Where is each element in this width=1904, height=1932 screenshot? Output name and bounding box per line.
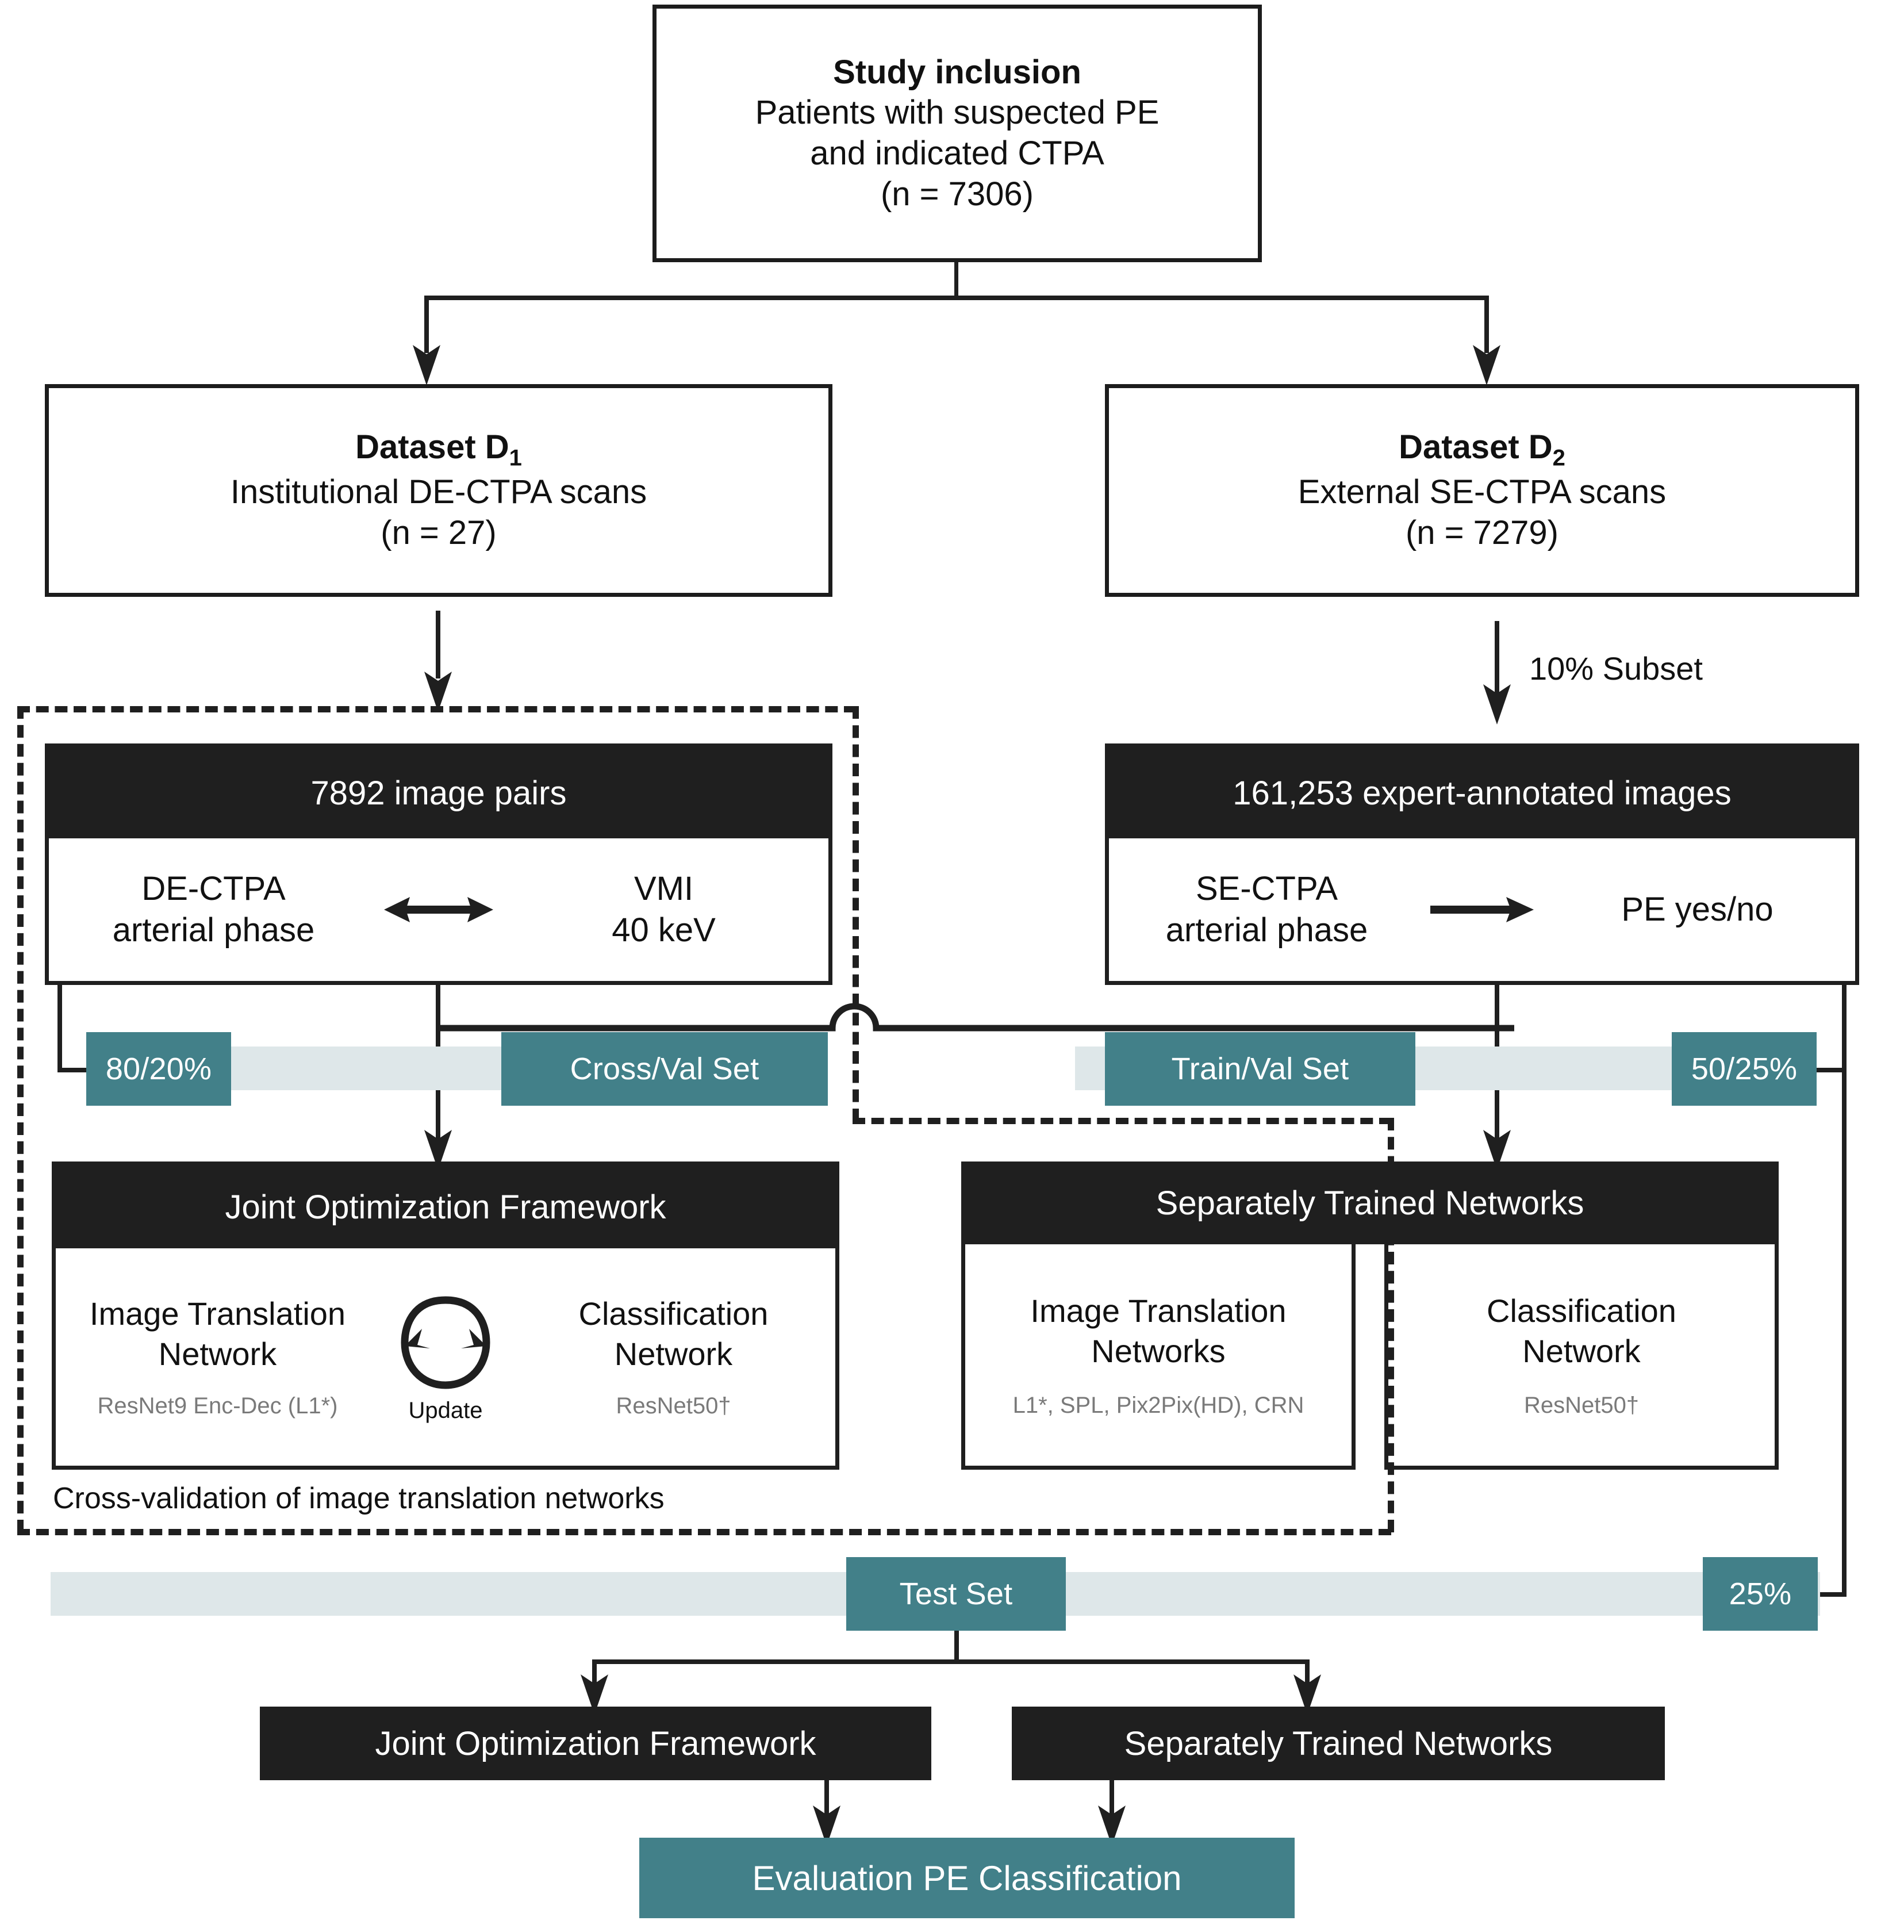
dataset-d2-box: Dataset D2 External SE-CTPA scans (n = 7… — [1105, 384, 1859, 597]
joint-left-line2: Network — [158, 1336, 277, 1372]
joint-optimization-header: Joint Optimization Framework — [56, 1166, 835, 1248]
test-split-left-vertical — [592, 1659, 597, 1687]
image-pairs-left-line2: arterial phase — [112, 911, 315, 949]
branch-right-vertical — [1484, 296, 1489, 353]
joint-right-line2: Network — [614, 1336, 733, 1372]
arrowhead-to-bottom-right-box — [1293, 1674, 1321, 1715]
arrowhead-d1-to-pairs — [424, 672, 452, 712]
joint-optimization-box: Joint Optimization Framework Image Trans… — [52, 1162, 839, 1470]
split-train-val-chip[interactable]: Train/Val Set — [1105, 1032, 1415, 1106]
study-inclusion-line2: and indicated CTPA — [810, 135, 1104, 172]
cross-val-connector-line — [436, 1003, 1514, 1032]
dataset-d1-line2: (n = 27) — [381, 514, 497, 552]
dataset-d2-subscript: 2 — [1552, 445, 1565, 471]
test-rail-tick — [1811, 1592, 1847, 1597]
dataset-d2-title-text: Dataset D — [1399, 428, 1553, 466]
study-inclusion-line3: (n = 7306) — [880, 175, 1034, 213]
arrowhead-right-to-final — [1098, 1805, 1126, 1846]
arrowhead-d2-to-annotated — [1483, 684, 1511, 724]
d2-down-line — [1495, 621, 1499, 700]
test-split-right-vertical — [1305, 1659, 1310, 1687]
annotated-right-to-5025 — [1811, 1068, 1847, 1072]
image-pairs-right-line2: 40 keV — [612, 911, 716, 949]
joint-left-line1: Image Translation — [89, 1295, 346, 1332]
arrowhead-to-bottom-left-box — [581, 1674, 608, 1715]
separate-right-line2: Network — [1522, 1332, 1641, 1369]
separate-left-line2: Networks — [1091, 1332, 1226, 1369]
annotated-right-drop — [1842, 985, 1847, 1597]
double-headed-arrow-icon — [384, 897, 493, 922]
test-set-split-horizontal — [592, 1659, 1310, 1664]
separate-left-line1: Image Translation — [1030, 1292, 1287, 1329]
dashed-region-step — [853, 1118, 1392, 1124]
image-pairs-box: 7892 image pairs DE-CTPA arterial phase … — [45, 743, 832, 985]
split-ratio-8020-chip[interactable]: 80/20% — [86, 1032, 231, 1106]
dataset-d1-subscript: 1 — [509, 445, 522, 471]
annotated-images-body: SE-CTPA arterial phase PE yes/no — [1109, 838, 1855, 981]
trunk-horizontal — [424, 296, 1489, 300]
dashed-region-left — [17, 706, 24, 1532]
separately-trained-header: Separately Trained Networks — [961, 1162, 1779, 1244]
bottom-left-drop — [824, 1780, 829, 1845]
separate-left-subtitle: L1*, SPL, Pix2Pix(HD), CRN — [1012, 1392, 1304, 1418]
annotated-right-line1: PE yes/no — [1621, 890, 1774, 928]
joint-right-subtitle: ResNet50† — [616, 1393, 731, 1419]
joint-left-subtitle: ResNet9 Enc-Dec (L1*) — [97, 1393, 338, 1419]
branch-left-vertical — [424, 296, 429, 353]
study-inclusion-box: Study inclusion Patients with suspected … — [652, 5, 1262, 262]
arrowhead-to-separate-box — [1483, 1130, 1511, 1170]
dataset-d2-title: Dataset D2 — [1399, 427, 1565, 472]
split-cross-val-chip[interactable]: Cross/Val Set — [501, 1032, 828, 1106]
image-pairs-left-line1: DE-CTPA — [141, 869, 286, 907]
image-pairs-header: 7892 image pairs — [49, 747, 828, 838]
subset-label: 10% Subset — [1529, 650, 1703, 687]
arrowhead-left-to-final — [813, 1805, 840, 1846]
cycle-update-icon — [401, 1296, 490, 1389]
dashed-region-top — [17, 706, 857, 712]
image-pairs-body: DE-CTPA arterial phase VMI 40 keV — [49, 838, 828, 981]
cross-validation-note: Cross-validation of image translation ne… — [53, 1482, 665, 1515]
dashed-region-right-lower — [1388, 1118, 1394, 1532]
dashed-region-bottom — [17, 1529, 1391, 1535]
study-inclusion-line1: Patients with suspected PE — [755, 94, 1160, 132]
test-ratio-25-chip[interactable]: 25% — [1703, 1557, 1818, 1631]
annotated-images-header: 161,253 expert-annotated images — [1109, 747, 1855, 838]
dataset-d1-box: Dataset D1 Institutional DE-CTPA scans (… — [45, 384, 832, 597]
dataset-d2-line2: (n = 7279) — [1405, 514, 1558, 552]
dataset-d2-line1: External SE-CTPA scans — [1298, 473, 1667, 511]
pairs-left-drop — [57, 985, 62, 1072]
dashed-region-right-upper — [853, 706, 859, 1121]
split-ratio-5025-chip[interactable]: 50/25% — [1672, 1032, 1817, 1106]
bottom-right-drop — [1110, 1780, 1114, 1845]
annotated-left-line2: arterial phase — [1165, 911, 1368, 949]
separately-trained-left-panel: Image Translation Networks L1*, SPL, Pix… — [961, 1244, 1356, 1470]
study-inclusion-title: Study inclusion — [833, 53, 1081, 91]
arrowhead-to-d1 — [413, 345, 440, 385]
pairs-left-to-chip — [57, 1068, 90, 1072]
test-set-drop — [954, 1631, 959, 1664]
annotated-left-line1: SE-CTPA — [1195, 869, 1338, 907]
joint-cycle-label: Update — [408, 1397, 483, 1423]
separately-trained-right-panel: Classification Network ResNet50† — [1384, 1244, 1779, 1470]
dataset-d1-line1: Institutional DE-CTPA scans — [230, 473, 647, 511]
joint-optimization-body: Image Translation Network ResNet9 Enc-De… — [56, 1248, 835, 1466]
annotated-images-box: 161,253 expert-annotated images SE-CTPA … — [1105, 743, 1859, 985]
separately-trained-box: Separately Trained Networks Image Transl… — [961, 1162, 1779, 1470]
separate-right-line1: Classification — [1487, 1292, 1676, 1329]
dataset-d1-title: Dataset D1 — [355, 427, 522, 472]
image-pairs-right-line1: VMI — [634, 869, 694, 907]
dataset-d1-title-text: Dataset D — [355, 428, 509, 466]
arrowhead-to-d2 — [1473, 345, 1500, 385]
right-arrow-icon — [1430, 897, 1534, 922]
joint-right-line1: Classification — [578, 1295, 769, 1332]
trunk-vertical — [954, 262, 958, 299]
bottom-separately-trained-bar: Separately Trained Networks — [1012, 1707, 1665, 1780]
test-set-chip[interactable]: Test Set — [846, 1557, 1066, 1631]
arrowhead-to-joint-box — [424, 1130, 452, 1170]
bottom-joint-optimization-bar: Joint Optimization Framework — [260, 1707, 931, 1780]
evaluation-pe-classification-box: Evaluation PE Classification — [639, 1838, 1295, 1918]
separate-right-subtitle: ResNet50† — [1523, 1392, 1640, 1418]
d1-down-line — [436, 611, 440, 678]
